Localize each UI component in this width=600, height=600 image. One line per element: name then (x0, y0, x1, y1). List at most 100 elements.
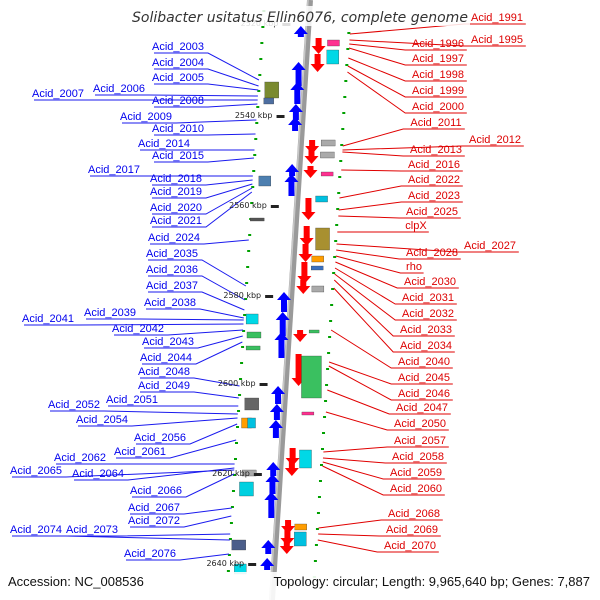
leader-line-left (152, 179, 253, 186)
gene-label-left: Acid_2037 (146, 280, 198, 292)
tick-mark (227, 554, 231, 556)
gene-label-left: Acid_2064 (72, 468, 124, 480)
gene-features (231, 26, 340, 575)
leader-line-right (334, 267, 457, 305)
forward-gene-arrow (277, 292, 291, 312)
gene-feature-box (294, 531, 307, 547)
tick-mark (343, 96, 347, 98)
scale-label: 2540 kbp (235, 111, 273, 120)
leader-line-left (154, 157, 255, 163)
scale-label: 2620 kbp (212, 469, 250, 478)
gene-label-right: Acid_2050 (394, 418, 446, 430)
forward-gene-arrow (290, 82, 305, 104)
forward-gene-arrow (260, 558, 275, 570)
tick-mark (345, 64, 349, 66)
gene-label-right: Acid_2013 (410, 144, 462, 156)
gene-labels: Acid_2003Acid_2004Acid_2005Acid_2006Acid… (10, 12, 523, 560)
leader-line-right (349, 39, 526, 47)
gene-feature-box (294, 523, 307, 531)
gene-label-left: Acid_2035 (146, 248, 198, 260)
gene-label-right: clpX (405, 220, 427, 232)
gene-label-left: Acid_2052 (48, 399, 100, 411)
gene-label-right: Acid_2031 (402, 292, 454, 304)
gene-label-left: Acid_2061 (114, 446, 166, 458)
leader-line-right (318, 533, 441, 537)
scale-label: 2640 kbp (206, 559, 244, 568)
gene-label-left: Acid_2008 (152, 95, 204, 107)
tick-mark (341, 128, 345, 130)
leader-line-left (95, 94, 258, 97)
reverse-gene-arrow (305, 140, 320, 154)
gene-label-left: Acid_2041 (22, 313, 74, 325)
leader-line-right (342, 145, 524, 151)
gene-feature-box (311, 255, 324, 263)
tick-mark (251, 186, 255, 188)
leader-line-left (142, 341, 243, 365)
gene-label-right: Acid_2033 (400, 324, 452, 336)
gene-label-right: Acid_1997 (412, 53, 464, 65)
leader-line-left (24, 323, 244, 326)
reverse-gene-arrow (279, 540, 294, 554)
gene-label-right: Acid_2028 (406, 247, 458, 259)
gene-feature-box (327, 39, 340, 47)
gene-label-left: Acid_2062 (54, 452, 106, 464)
gene-feature-box (247, 417, 256, 429)
gene-label-right: Acid_2060 (390, 483, 442, 495)
tick-mark (337, 192, 341, 194)
gene-label-left: Acid_2044 (140, 352, 192, 364)
leader-line-left (12, 535, 230, 541)
gene-label-left: Acid_2066 (130, 485, 182, 497)
gene-label-left: Acid_2072 (128, 515, 180, 527)
tick-mark (250, 202, 254, 204)
leader-line-left (150, 239, 249, 245)
scale-tick (259, 383, 268, 386)
leader-line-right (349, 43, 467, 51)
leader-line-right (338, 201, 463, 211)
tick-mark (335, 224, 339, 226)
gene-feature-box (311, 265, 324, 271)
gene-label-left: Acid_2007 (32, 88, 84, 100)
tick-mark (238, 394, 242, 396)
tick-mark (314, 544, 318, 546)
forward-gene-arrow (285, 164, 300, 176)
leader-line-right (338, 215, 461, 219)
forward-gene-arrow (271, 386, 286, 404)
gene-label-left: Acid_2014 (138, 138, 190, 150)
leader-line-left (126, 553, 229, 561)
scale-tick (270, 205, 279, 208)
gene-feature-box (326, 49, 339, 65)
page-title: Solibacter usitatus Ellin6076, complete … (132, 10, 468, 26)
gene-label-right: Acid_1998 (412, 69, 464, 81)
gene-label-right: Acid_1991 (471, 12, 523, 24)
leader-line-right (336, 243, 519, 253)
gene-label-left: Acid_2051 (106, 394, 158, 406)
gene-feature-box (264, 81, 279, 99)
gene-label-left: Acid_2054 (76, 414, 128, 426)
footer-backdrop (0, 572, 600, 600)
leader-line-left (144, 335, 243, 349)
gene-label-right: Acid_2034 (400, 340, 452, 352)
tick-mark (254, 138, 258, 140)
gene-label-right: Acid_2070 (384, 540, 436, 552)
gene-label-right: Acid_1999 (412, 85, 464, 97)
reverse-gene-arrow (299, 226, 314, 246)
reverse-gene-arrow (298, 244, 313, 262)
leader-line-left (148, 259, 247, 287)
tick-mark (323, 416, 327, 418)
leader-line-right (341, 169, 463, 172)
gene-label-left: Acid_2015 (152, 150, 204, 162)
title-backdrop (130, 6, 470, 26)
tick-mark (328, 336, 332, 338)
tick-mark (235, 442, 239, 444)
gene-feature-box (311, 285, 325, 293)
gene-feature-box (301, 411, 315, 416)
tick-mark (340, 144, 344, 146)
forward-gene-arrow (274, 332, 289, 358)
tick-mark (342, 112, 346, 114)
leader-line-left (154, 103, 258, 108)
leader-line-left (136, 423, 238, 445)
leader-line-right (335, 255, 424, 274)
tick-mark (329, 320, 333, 322)
gene-feature-box (315, 195, 328, 203)
reverse-gene-arrow (293, 330, 308, 342)
